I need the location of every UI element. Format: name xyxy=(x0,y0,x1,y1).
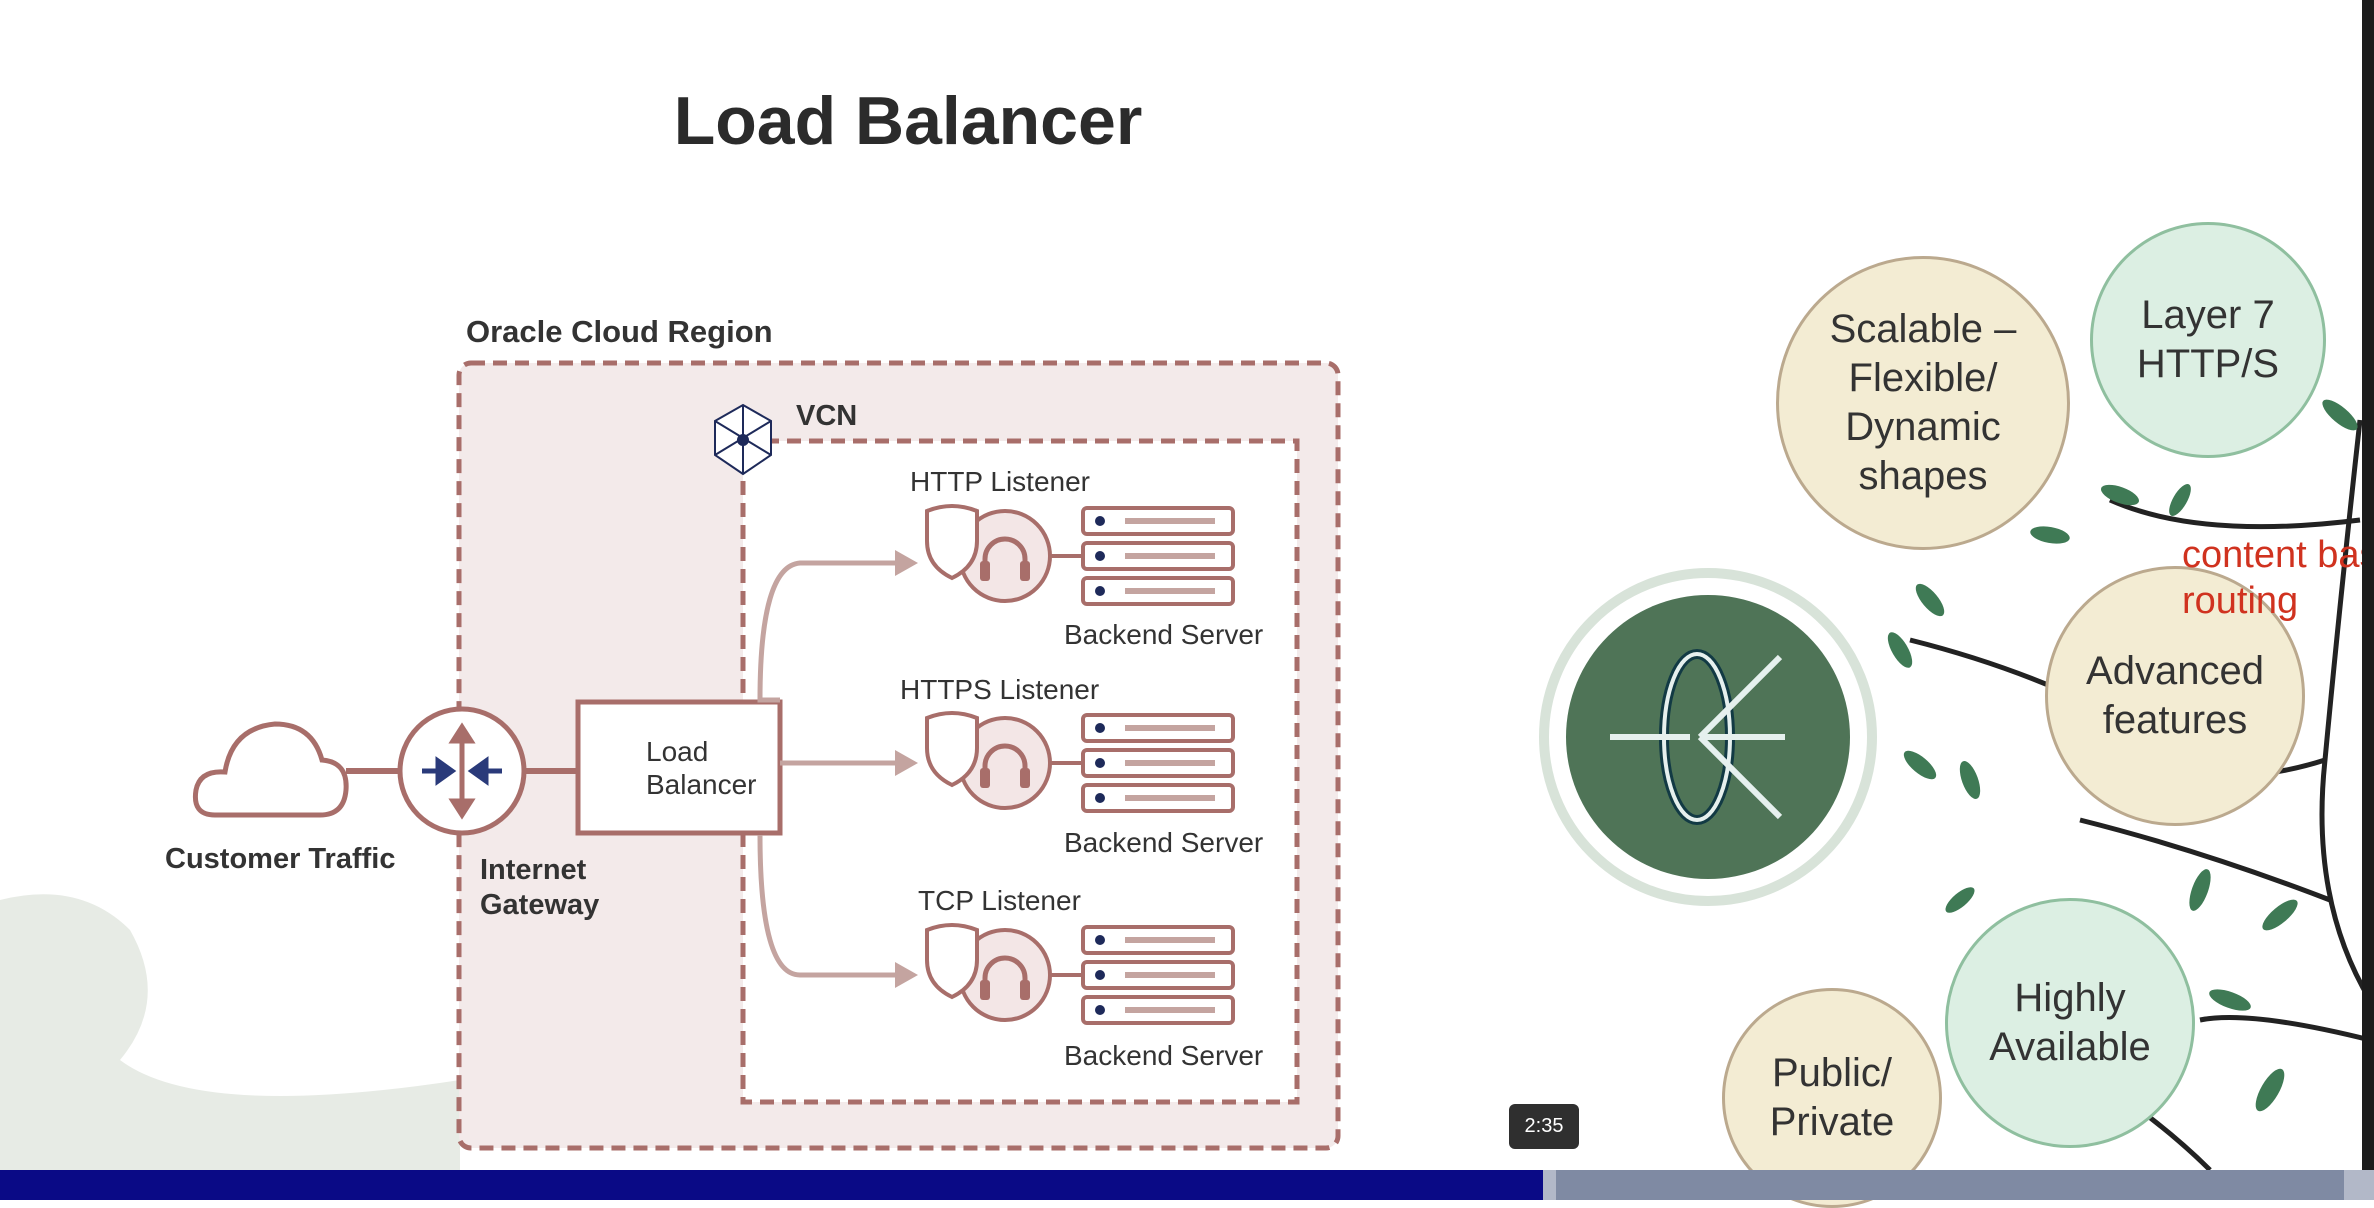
video-progress-bar[interactable] xyxy=(0,1170,2374,1200)
window-edge xyxy=(2362,0,2374,1170)
https-listener-label: HTTPS Listener xyxy=(900,674,1100,705)
cloud-icon xyxy=(192,721,349,818)
tcp-listener-label: TCP Listener xyxy=(918,885,1081,916)
bubble-highly-available: Highly Available xyxy=(1945,898,2195,1148)
load-balancer-emblem xyxy=(1539,568,1877,906)
bubble-layer7: Layer 7 HTTP/S xyxy=(2090,222,2326,458)
annotation-text: content based routing xyxy=(2182,532,2374,624)
backend-server-icon xyxy=(1081,960,1235,990)
bubble-text: Advanced features xyxy=(2086,649,2264,742)
backend-server-label: Backend Server xyxy=(1064,1040,1264,1071)
backend-server-icon xyxy=(1081,748,1235,778)
backend-server-icon xyxy=(1081,713,1235,743)
lb-line-1: Load xyxy=(646,736,709,767)
backend-server-icon xyxy=(1081,576,1235,606)
load-balancer-box xyxy=(575,699,783,836)
bubble-scalable: Scalable – Flexible/ Dynamic shapes xyxy=(1776,256,2070,550)
vcn-label: VCN xyxy=(796,400,858,432)
progress-played xyxy=(0,1170,1544,1200)
annotation-line-2: routing xyxy=(2182,580,2299,622)
backend-server-icon xyxy=(1081,783,1235,813)
listener-icon xyxy=(925,711,1083,810)
backend-server-icon xyxy=(1081,541,1235,571)
bubble-text: Highly Available xyxy=(1989,976,2151,1069)
http-listener-label: HTTP Listener xyxy=(910,466,1090,497)
listener-icon xyxy=(925,923,1083,1022)
backend-server-label: Backend Server xyxy=(1064,827,1264,858)
bubble-text: Scalable – Flexible/ Dynamic shapes xyxy=(1829,307,2017,498)
gateway-line-2: Gateway xyxy=(480,889,600,921)
bubble-text: Layer 7 HTTP/S xyxy=(2136,293,2280,386)
backend-server-label: Backend Server xyxy=(1064,619,1264,650)
customer-traffic-label: Customer Traffic xyxy=(165,843,396,875)
timestamp-tooltip: 2:35 xyxy=(1509,1104,1579,1149)
internet-gateway-icon xyxy=(397,706,527,836)
annotation-line-1: content based xyxy=(2182,534,2374,576)
listener-icon xyxy=(925,504,1083,603)
bubble-advanced: Advanced features xyxy=(2045,566,2305,826)
vcn-icon xyxy=(714,403,772,476)
region-label: Oracle Cloud Region xyxy=(466,314,773,349)
backend-server-icon xyxy=(1081,506,1235,536)
gateway-line-1: Internet xyxy=(480,854,587,886)
bubble-text: Public/ Private xyxy=(1769,1051,1895,1144)
load-balancer-label: Load Balancer xyxy=(646,735,757,801)
backend-server-icon xyxy=(1081,995,1235,1025)
background-texture xyxy=(0,894,460,1170)
lb-line-2: Balancer xyxy=(646,769,757,800)
slide-title: Load Balancer xyxy=(673,83,1143,159)
internet-gateway-label: Internet Gateway xyxy=(480,853,599,923)
backend-server-icon xyxy=(1081,925,1235,955)
leaves xyxy=(1887,399,2358,1112)
progress-buffered xyxy=(1556,1170,2344,1200)
